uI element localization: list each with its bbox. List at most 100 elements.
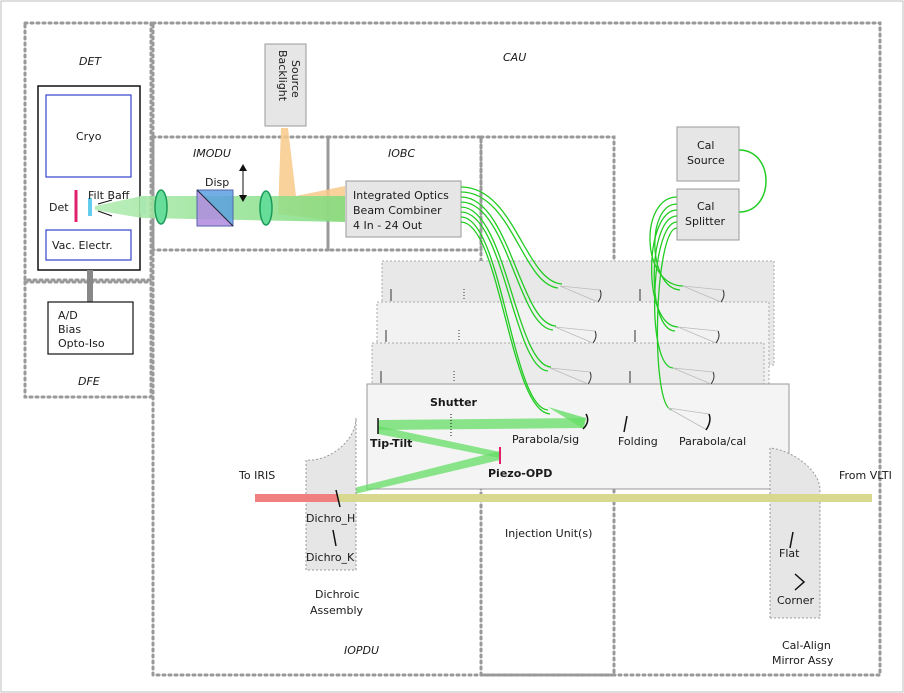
rear-parabola-cal-4 bbox=[720, 289, 725, 303]
imodu-enclosure bbox=[151, 135, 330, 252]
tiptilt-piezo-beam bbox=[378, 426, 500, 458]
rear-cone-cal-4 bbox=[682, 285, 724, 303]
parabola-cal-label: Parabola/cal bbox=[679, 435, 746, 448]
cal-fiber-1 bbox=[649, 196, 684, 287]
cal-fiber-5 bbox=[653, 221, 678, 369]
from-vlti-label: From VLTI bbox=[839, 469, 892, 482]
cal-align-line1: Cal-Align bbox=[782, 639, 831, 652]
cryo-box bbox=[45, 94, 132, 178]
disperser-diagonal bbox=[196, 189, 234, 227]
rear-parabola-sig-3 bbox=[592, 330, 597, 344]
backlight-source-box bbox=[264, 43, 307, 127]
vlti-beam bbox=[338, 494, 872, 502]
flat-label: Flat bbox=[779, 547, 800, 560]
iobc-label: IOBC bbox=[388, 147, 415, 160]
parabola-sig-mirror bbox=[582, 413, 589, 430]
cal-splitter-line1: Cal bbox=[697, 200, 714, 213]
lens-2 bbox=[259, 190, 273, 226]
sig-fiber-1 bbox=[460, 186, 563, 285]
rear-parabola-cal-3 bbox=[715, 330, 720, 344]
vac-electr-box bbox=[45, 229, 132, 261]
rear-parabola-cal-2 bbox=[710, 371, 715, 385]
rear-cone-sig-2 bbox=[549, 367, 591, 385]
baffle-upper bbox=[97, 199, 113, 205]
sig-fiber-2 bbox=[460, 191, 559, 289]
lens-1 bbox=[154, 189, 168, 225]
filt-baff-label: Filt Baff bbox=[88, 189, 130, 202]
iobc-label-line1: Integrated Optics bbox=[353, 189, 449, 202]
parabola-cal-cone bbox=[667, 407, 710, 431]
tiptilt-parabola-beam bbox=[378, 418, 586, 430]
parabola-sig-label: Parabola/sig bbox=[512, 433, 579, 446]
rear-cone-sig-4 bbox=[559, 285, 601, 303]
dichro-k-label: Dichro_K bbox=[306, 551, 355, 564]
ad-label-line1: A/D bbox=[58, 309, 78, 322]
ad-label-line3: Opto-Iso bbox=[58, 337, 105, 350]
dichro-k-mirror bbox=[332, 529, 337, 547]
sig-fiber-8 bbox=[460, 221, 551, 415]
shutter-label: Shutter bbox=[430, 396, 478, 409]
sig-fiber-5 bbox=[460, 206, 552, 368]
vac-electr-label: Vac. Electr. bbox=[52, 239, 113, 252]
cal-align-body bbox=[769, 447, 821, 619]
disperser-outline bbox=[196, 189, 234, 227]
sig-fiber-3 bbox=[460, 196, 557, 327]
corner-mirror bbox=[794, 573, 806, 591]
cal-fiber-2 bbox=[654, 203, 681, 291]
dichro-h-mirror bbox=[335, 489, 341, 508]
piezo-dichro-beam bbox=[338, 451, 500, 498]
dfe-label: DFE bbox=[78, 375, 100, 388]
sig-fiber-7 bbox=[460, 216, 549, 411]
disp-arrow-head-up bbox=[239, 164, 247, 171]
ad-label-line2: Bias bbox=[58, 323, 81, 336]
corner-label: Corner bbox=[777, 594, 814, 607]
cal-source-fiber bbox=[738, 149, 767, 213]
dichroic-label-line2: Assembly bbox=[310, 604, 364, 617]
det-label-detector: Det bbox=[49, 201, 69, 214]
piezo-opd-label: Piezo-OPD bbox=[488, 467, 552, 480]
cal-fiber-4 bbox=[653, 215, 678, 332]
disp-label: Disp bbox=[205, 176, 229, 189]
cal-splitter-box bbox=[676, 188, 740, 241]
to-iris-label: To IRIS bbox=[238, 469, 275, 482]
sig-fiber-4 bbox=[460, 201, 554, 331]
dichroic-label-line1: Dichroic bbox=[315, 588, 360, 601]
cal-source-box bbox=[676, 126, 740, 182]
iobc-box bbox=[345, 180, 462, 238]
tip-tilt-label: Tip-Tilt bbox=[370, 437, 412, 450]
cau-label: CAU bbox=[503, 51, 526, 64]
backlight-label-line1: Backlight bbox=[276, 50, 289, 102]
filter-element bbox=[88, 198, 92, 216]
rear-cone-cal-3 bbox=[677, 326, 719, 344]
flat-mirror bbox=[789, 531, 794, 549]
det-label: DET bbox=[79, 55, 102, 68]
dichro-h-label: Dichro_H bbox=[306, 512, 355, 525]
cal-source-line1: Cal bbox=[697, 139, 714, 152]
rear-parabola-sig-2 bbox=[587, 371, 592, 385]
cal-source-line2: Source bbox=[687, 154, 725, 167]
cal-fiber-6 bbox=[656, 227, 678, 411]
backlight-label-line2: Source bbox=[289, 60, 302, 98]
iobc-label-line3: 4 In - 24 Out bbox=[353, 219, 423, 232]
iobc-label-line2: Beam Combiner bbox=[353, 204, 442, 217]
cal-fiber-3 bbox=[650, 209, 679, 328]
cal-align-line2: Mirror Assy bbox=[772, 654, 834, 667]
baffle-lower bbox=[97, 210, 113, 217]
cryo-label: Cryo bbox=[76, 130, 102, 143]
rear-cone-sig-3 bbox=[554, 326, 596, 344]
folding-mirror bbox=[623, 415, 628, 433]
rear-parabola-sig-4 bbox=[597, 289, 602, 303]
iopdu-label: IOPDU bbox=[344, 644, 379, 657]
dfe-connector bbox=[87, 270, 93, 302]
sig-fiber-6 bbox=[460, 211, 549, 372]
cal-splitter-line2: Splitter bbox=[685, 215, 725, 228]
injection-units-label: Injection Unit(s) bbox=[505, 527, 592, 540]
ad-box bbox=[47, 301, 134, 355]
imodu-label: IMODU bbox=[193, 147, 231, 160]
folding-label: Folding bbox=[618, 435, 658, 448]
disp-arrow-head-down bbox=[239, 195, 247, 202]
rear-cone-cal-2 bbox=[672, 367, 714, 385]
